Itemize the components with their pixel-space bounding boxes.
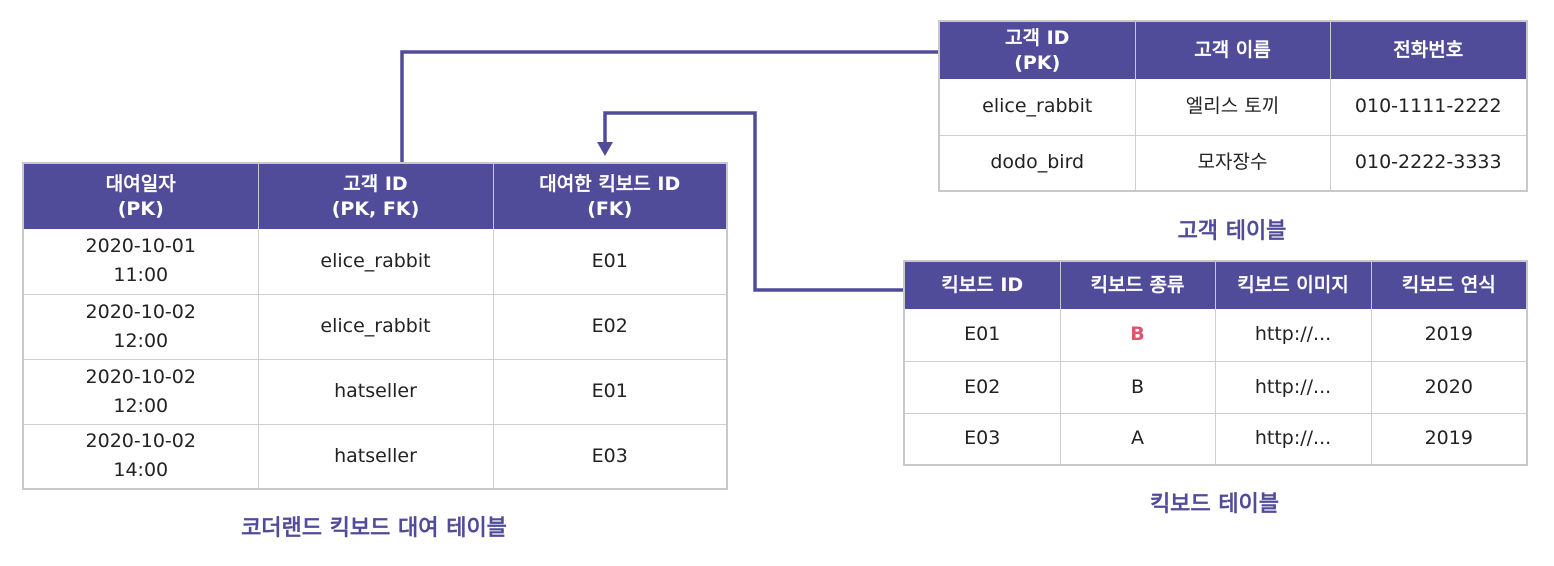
customer-header-phone: 전화번호 xyxy=(1330,21,1527,79)
table-row: 2020-10-02 12:00 hatseller E01 xyxy=(23,359,727,425)
table-row: 2020-10-02 12:00 elice_rabbit E02 xyxy=(23,294,727,360)
kickboard-table: 킥보드 ID 킥보드 종류 킥보드 이미지 킥보드 연식 E01 B http:… xyxy=(903,260,1528,466)
table-row: dodo_bird 모자장수 010-2222-3333 xyxy=(939,135,1527,191)
kickboard-header-year: 킥보드 연식 xyxy=(1371,261,1527,309)
rental-table: 대여일자 (PK) 고객 ID (PK, FK) 대여한 킥보드 ID (FK)… xyxy=(22,162,728,490)
customer-cell-name: 엘리스 토끼 xyxy=(1135,79,1331,136)
arrow-down-icon xyxy=(597,142,613,156)
kickboard-cell-image: http://... xyxy=(1215,413,1372,465)
rental-cell-kickboard-id: E01 xyxy=(493,359,727,425)
customer-cell-phone: 010-2222-3333 xyxy=(1330,135,1527,191)
rental-cell-kickboard-id: E01 xyxy=(493,229,727,295)
kickboard-header-type: 킥보드 종류 xyxy=(1060,261,1216,309)
kickboard-cell-image: http://... xyxy=(1215,309,1372,362)
kickboard-header-image: 킥보드 이미지 xyxy=(1215,261,1372,309)
customer-table-caption: 고객 테이블 xyxy=(1177,219,1287,244)
kickboard-cell-year: 2020 xyxy=(1371,361,1527,414)
customer-cell-id: elice_rabbit xyxy=(939,79,1136,136)
rental-cell-date: 2020-10-01 11:00 xyxy=(23,229,259,295)
kickboard-cell-id: E01 xyxy=(904,309,1061,362)
kickboard-cell-id: E02 xyxy=(904,361,1061,414)
kickboard-cell-year: 2019 xyxy=(1371,309,1527,362)
rental-cell-date: 2020-10-02 14:00 xyxy=(23,424,259,489)
customer-header-id: 고객 ID (PK) xyxy=(939,21,1136,79)
kickboard-cell-id: E03 xyxy=(904,413,1061,465)
connector-kickboard-to-rental xyxy=(603,111,905,292)
rental-cell-customer-id: hatseller xyxy=(258,359,494,425)
rental-cell-kickboard-id: E02 xyxy=(493,294,727,360)
table-row: elice_rabbit 엘리스 토끼 010-1111-2222 xyxy=(939,79,1527,136)
table-row: E03 A http://... 2019 xyxy=(904,413,1527,465)
rental-header-date: 대여일자 (PK) xyxy=(23,163,259,229)
rental-table-caption: 코더랜드 킥보드 대여 테이블 xyxy=(241,516,507,541)
kickboard-cell-type-highlighted: B xyxy=(1060,309,1216,362)
customer-cell-phone: 010-1111-2222 xyxy=(1330,79,1527,136)
table-row: 2020-10-02 14:00 hatseller E03 xyxy=(23,424,727,489)
kickboard-cell-year: 2019 xyxy=(1371,413,1527,465)
rental-header-customer-id: 고객 ID (PK, FK) xyxy=(258,163,494,229)
rental-cell-date: 2020-10-02 12:00 xyxy=(23,294,259,360)
kickboard-header-id: 킥보드 ID xyxy=(904,261,1061,309)
rental-cell-date: 2020-10-02 12:00 xyxy=(23,359,259,425)
kickboard-cell-type: B xyxy=(1060,361,1216,414)
customer-cell-name: 모자장수 xyxy=(1135,135,1331,191)
table-row: 2020-10-01 11:00 elice_rabbit E01 xyxy=(23,229,727,295)
customer-table: 고객 ID (PK) 고객 이름 전화번호 elice_rabbit 엘리스 토… xyxy=(938,20,1528,192)
rental-header-kickboard-id: 대여한 킥보드 ID (FK) xyxy=(493,163,727,229)
rental-cell-customer-id: elice_rabbit xyxy=(258,229,494,295)
kickboard-cell-image: http://... xyxy=(1215,361,1372,414)
rental-cell-kickboard-id: E03 xyxy=(493,424,727,489)
table-row: E01 B http://... 2019 xyxy=(904,309,1527,362)
rental-cell-customer-id: elice_rabbit xyxy=(258,294,494,360)
customer-header-name: 고객 이름 xyxy=(1135,21,1331,79)
customer-cell-id: dodo_bird xyxy=(939,135,1136,191)
kickboard-table-caption: 킥보드 테이블 xyxy=(1149,492,1280,517)
rental-cell-customer-id: hatseller xyxy=(258,424,494,489)
connector-rental-to-customer xyxy=(400,50,940,165)
kickboard-cell-type: A xyxy=(1060,413,1216,465)
table-row: E02 B http://... 2020 xyxy=(904,361,1527,414)
